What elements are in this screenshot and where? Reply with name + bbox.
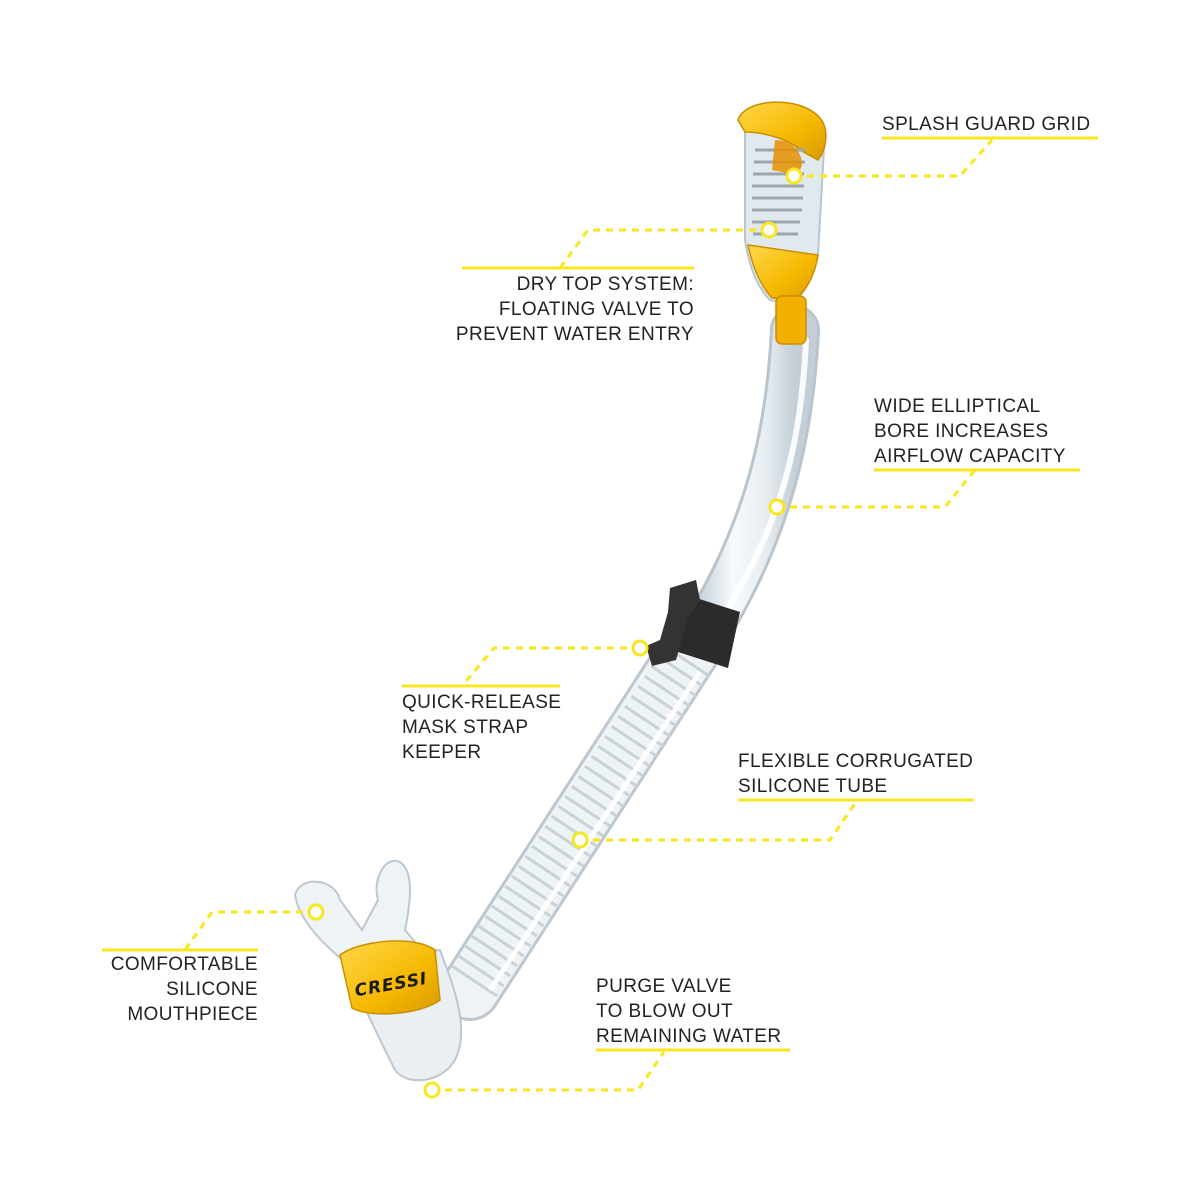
marker-splash-guard [785, 167, 803, 185]
callout-mouthpiece-line-1: COMFORTABLE [110, 954, 258, 975]
target-markers [307, 167, 803, 1099]
leader-mouthpiece [183, 910, 316, 951]
corrugated-tube-highlight [487, 670, 703, 992]
callout-splash-guard-line-1: SPLASH GUARD GRID [882, 114, 1091, 135]
callout-strap-keeper-line-2: MASK STRAP [402, 717, 529, 738]
callout-corrugated-tube-line-1: FLEXIBLE CORRUGATED [738, 751, 974, 772]
strap-keeper-ring [678, 596, 740, 668]
leader-lines [183, 139, 994, 1092]
callout-elliptical-bore: WIDE ELLIPTICAL BORE INCREASES AIRFLOW C… [874, 394, 1066, 469]
callout-dry-top-line-2: FLOATING VALVE TO [498, 299, 694, 320]
marker-dry-top [760, 221, 778, 239]
callout-elliptical-bore-line-2: BORE INCREASES [874, 421, 1049, 442]
callout-dry-top-line-3: PREVENT WATER ENTRY [455, 324, 694, 345]
callout-strap-keeper-line-3: KEEPER [402, 742, 482, 763]
callout-underlines [102, 136, 1098, 1052]
leader-strap-keeper [460, 646, 640, 687]
marker-elliptical-bore [768, 498, 786, 516]
leader-dry-top [558, 228, 769, 269]
callout-purge-valve: PURGE VALVE TO BLOW OUT REMAINING WATER [596, 974, 781, 1049]
leader-purge-valve [432, 1051, 666, 1092]
marker-corrugated-tube [571, 831, 589, 849]
marker-strap-keeper [631, 639, 649, 657]
valve-yellow-ring [747, 244, 819, 301]
callout-dry-top-line-1: DRY TOP SYSTEM: [516, 274, 694, 295]
callout-mouthpiece-line-3: MOUTHPIECE [127, 1004, 258, 1025]
callout-strap-keeper-line-1: QUICK-RELEASE [402, 692, 562, 713]
callout-mouthpiece-line-2: SILICONE [166, 979, 258, 1000]
callout-strap-keeper: QUICK-RELEASE MASK STRAP KEEPER [402, 690, 561, 765]
marker-purge-valve [423, 1081, 441, 1099]
splash-guard-cap [737, 101, 827, 161]
valve-orange-part [772, 140, 802, 175]
strap-keeper-clip [646, 580, 700, 666]
callout-dry-top: DRY TOP SYSTEM: FLOATING VALVE TO PREVEN… [456, 272, 694, 347]
callout-corrugated-tube: FLEXIBLE CORRUGATED SILICONE TUBE [738, 749, 973, 799]
leader-corrugated-tube [580, 801, 858, 842]
corrugation-ribs [449, 645, 711, 1000]
leader-elliptical-bore [777, 469, 977, 509]
snorkel-tube-upper-body [678, 308, 817, 662]
callout-elliptical-bore-line-3: AIRFLOW CAPACITY [874, 446, 1066, 467]
callout-purge-valve-line-3: REMAINING WATER [596, 1026, 782, 1047]
callout-corrugated-tube-line-2: SILICONE TUBE [738, 776, 888, 797]
callout-elliptical-bore-line-1: WIDE ELLIPTICAL [874, 396, 1041, 417]
callout-mouthpiece: COMFORTABLE SILICONE MOUTHPIECE [111, 952, 258, 1027]
marker-mouthpiece [307, 903, 325, 921]
leader-splash-guard [794, 139, 994, 178]
mouthpiece-yellow-band [339, 940, 441, 1015]
callout-purge-valve-line-1: PURGE VALVE [596, 976, 732, 997]
snorkel-tube-highlight [717, 337, 809, 623]
callout-splash-guard: SPLASH GUARD GRID [882, 112, 1090, 137]
callout-purge-valve-line-2: TO BLOW OUT [596, 1001, 734, 1022]
floating-valve [775, 295, 807, 345]
